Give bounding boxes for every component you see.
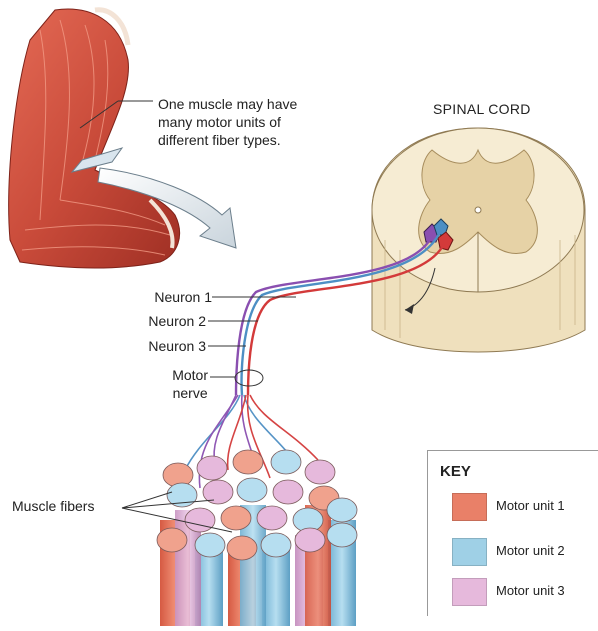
callout-line-1: One muscle may have [158, 95, 358, 113]
key-swatch-3 [452, 578, 487, 606]
callout-text: One muscle may have many motor units of … [158, 95, 358, 149]
callout-line-3: different fiber types. [158, 131, 358, 149]
neuron-2-label: Neuron 2 [148, 312, 206, 330]
key-title: KEY [440, 463, 471, 480]
muscle-fiber-bundle [122, 450, 357, 626]
spinal-cord-illustration [372, 128, 585, 352]
key-label-2: Motor unit 2 [496, 543, 565, 558]
key-label-3: Motor unit 3 [496, 583, 565, 598]
key-swatch-1 [452, 493, 487, 521]
spinal-cord-label: SPINAL CORD [433, 100, 531, 118]
neuron-3-label: Neuron 3 [148, 337, 206, 355]
key-legend: KEY Motor unit 1 Motor unit 2 Motor unit… [427, 450, 598, 616]
neuron-1-label: Neuron 1 [154, 288, 212, 306]
motor-nerve-line-1: Motor [172, 366, 208, 384]
key-swatch-2 [452, 538, 487, 566]
arm-muscle-illustration [9, 9, 180, 268]
muscle-fibers-label: Muscle fibers [12, 497, 94, 515]
key-label-1: Motor unit 1 [496, 498, 565, 513]
callout-line-2: many motor units of [158, 113, 358, 131]
motor-nerve-line-2: nerve [172, 384, 208, 402]
motor-nerve-label: Motor nerve [172, 366, 208, 402]
